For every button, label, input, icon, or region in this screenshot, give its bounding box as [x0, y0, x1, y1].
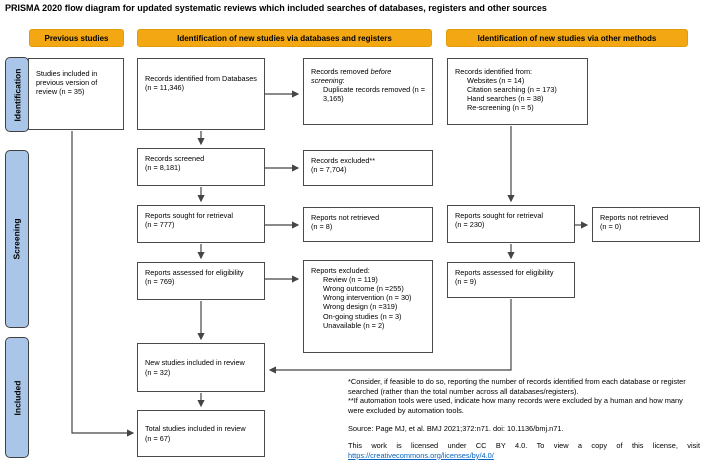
box-text: Records screened — [145, 154, 205, 163]
box-list-item: Citation searching (n = 173) — [467, 85, 557, 95]
stage-label-included: Included — [5, 337, 29, 458]
box-text: Reports excluded: — [311, 266, 370, 275]
box-previous-review: Studies included in previous version of … — [28, 58, 124, 130]
box-reports-not-retrieved-databases: Reports not retrieved (n = 8) — [303, 207, 433, 242]
box-text: New studies included in review — [145, 358, 245, 368]
box-list-item: Wrong intervention (n = 30) — [323, 293, 412, 303]
column-header-previous-studies: Previous studies — [29, 29, 124, 47]
diagram-title: PRISMA 2020 flow diagram for updated sys… — [5, 3, 547, 13]
box-reports-excluded: Reports excluded: Review (n = 119) Wrong… — [303, 260, 433, 353]
box-count: (n = 7,704) — [311, 165, 347, 175]
box-list-item: Wrong design (n =319) — [323, 302, 398, 312]
box-count: (n = 67) — [145, 433, 171, 443]
box-count: (n = 769) — [145, 277, 175, 287]
box-list-item: Review (n = 119) — [323, 275, 378, 285]
box-count: (n = 8,181) — [145, 163, 181, 173]
box-count: (n = 8) — [311, 222, 333, 232]
stage-label-text: Screening — [12, 218, 23, 260]
box-count: (n = 9) — [455, 277, 477, 287]
license-link[interactable]: https://creativecommons.org/licenses/by/… — [348, 450, 494, 460]
box-list-item: Unavailable (n = 2) — [323, 320, 385, 330]
footnote-asterisk: *Consider, if feasible to do so, reporti… — [348, 377, 686, 396]
box-text: Reports not retrieved — [311, 213, 380, 222]
box-text: Reports sought for retrieval — [145, 211, 234, 220]
box-text: Total studies included in review — [145, 424, 246, 434]
footnote-double-asterisk: **If automation tools were used, indicat… — [348, 396, 683, 415]
box-new-studies-included: New studies included in review (n = 32) — [137, 343, 265, 392]
box-text: Records excluded** — [311, 156, 376, 165]
box-records-screened: Records screened (n = 8,181) — [137, 148, 265, 186]
box-count: (n = 0) — [600, 222, 622, 232]
box-text: Records identified from Databases (n = 1… — [145, 74, 257, 93]
column-header-databases-registers: Identification of new studies via databa… — [137, 29, 432, 47]
box-reports-sought-other: Reports sought for retrieval (n = 230) — [447, 205, 575, 243]
box-records-identified-other: Records identified from: Websites (n = 1… — [447, 58, 588, 125]
box-count: (n = 230) — [455, 220, 485, 230]
box-records-identified-databases: Records identified from Databases (n = 1… — [137, 58, 265, 130]
box-reports-not-retrieved-other: Reports not retrieved (n = 0) — [592, 207, 700, 242]
stage-label-text: Included — [12, 380, 23, 415]
box-records-excluded: Records excluded** (n = 7,704) — [303, 150, 433, 186]
box-list-item: Websites (n = 14) — [467, 76, 525, 86]
box-list-item: Duplicate records removed (n = 3,165) — [323, 85, 425, 104]
box-text: Reports not retrieved — [600, 213, 669, 222]
box-text: Reports sought for retrieval — [455, 211, 544, 220]
box-reports-assessed-databases: Reports assessed for eligibility (n = 76… — [137, 262, 265, 300]
stage-label-text: Identification — [12, 68, 23, 121]
box-list-item: Wrong outcome (n =255) — [323, 284, 404, 294]
box-reports-sought-databases: Reports sought for retrieval (n = 777) — [137, 205, 265, 243]
box-list-item: Re-screening (n = 5) — [467, 103, 534, 113]
footnote-license: This work is licensed under CC BY 4.0. T… — [348, 441, 700, 460]
stage-label-identification: Identification — [5, 57, 29, 132]
footnote-source: Source: Page MJ, et al. BMJ 2021;372:n71… — [348, 423, 564, 433]
box-text: Reports assessed for eligibility — [145, 268, 244, 277]
box-count: (n = 777) — [145, 220, 175, 230]
box-text: Reports assessed for eligibility — [455, 268, 554, 277]
footnotes: *Consider, if feasible to do so, reporti… — [348, 377, 700, 460]
box-reports-assessed-other: Reports assessed for eligibility (n = 9) — [447, 262, 575, 298]
italic-text: before screening — [311, 67, 392, 86]
box-count: (n = 32) — [145, 367, 171, 377]
box-text: Studies included in previous version of … — [36, 69, 98, 97]
box-total-studies-included: Total studies included in review (n = 67… — [137, 410, 265, 457]
box-records-removed: Records removed before screening: Duplic… — [303, 58, 433, 125]
box-list-item: On-going studies (n = 3) — [323, 311, 402, 321]
box-text: Records removed before screening: — [311, 67, 392, 86]
stage-label-screening: Screening — [5, 150, 29, 328]
column-header-other-methods: Identification of new studies via other … — [446, 29, 688, 47]
license-text: This work is licensed under CC BY 4.0. T… — [348, 441, 700, 451]
box-list-item: Hand searches (n = 38) — [467, 94, 544, 104]
box-text: Records identified from: — [455, 67, 533, 76]
